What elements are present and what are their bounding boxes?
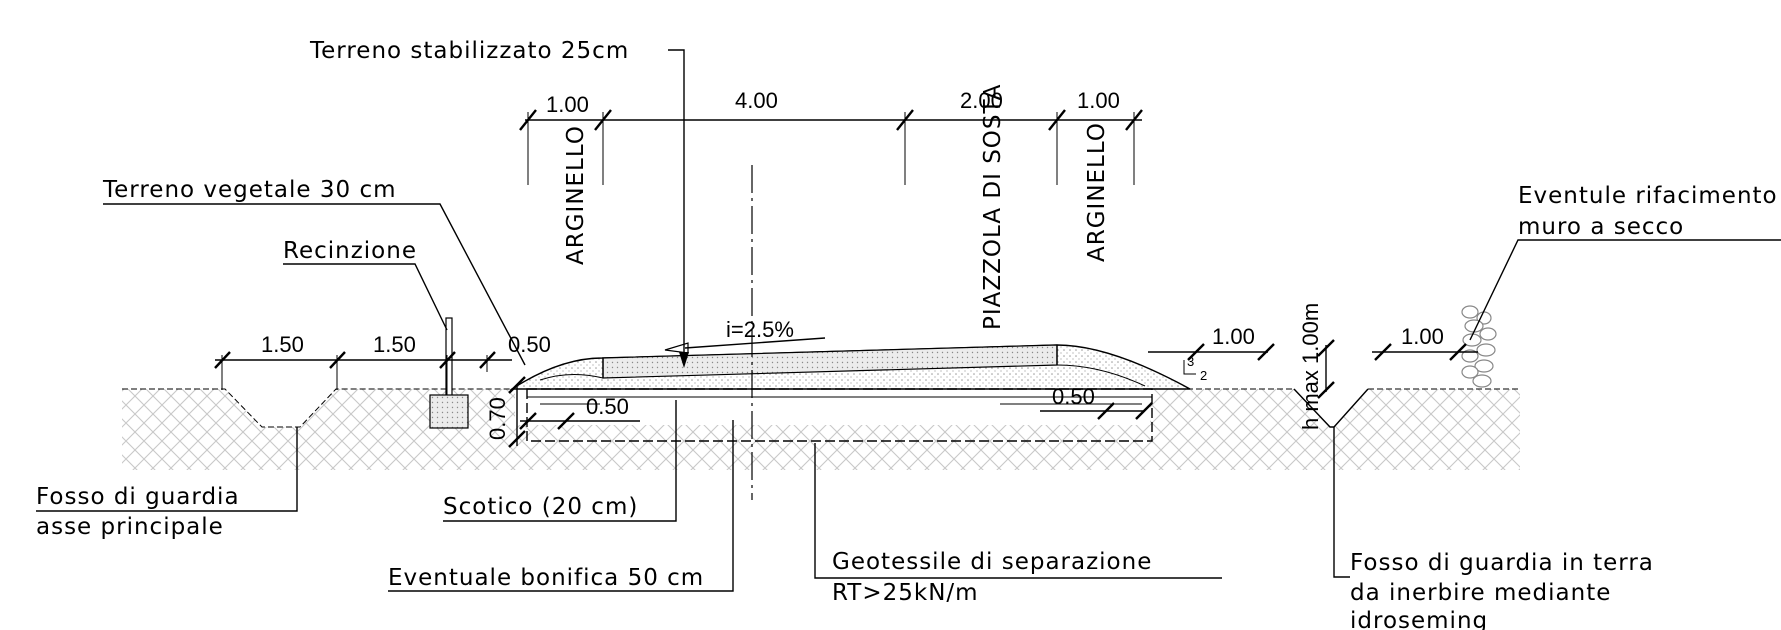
label-arginello-right: ARGINELLO [1084, 122, 1110, 262]
label-terreno-vegetale: Terreno vegetale 30 cm [102, 177, 397, 203]
label-rifacimento-1: Eventule rifacimento [1518, 183, 1778, 209]
dim-top-arginello-l: 1.00 [546, 92, 589, 117]
dim-top-arginello-r: 1.00 [1077, 88, 1120, 113]
dim-depth: 0.70 [485, 397, 510, 440]
dim-ditch-left-b: 1.50 [373, 332, 416, 357]
label-recinzione: Recinzione [283, 238, 417, 264]
slope-label: i=2.5% [726, 317, 794, 342]
dim-right-shoulder: 1.00 [1212, 324, 1255, 349]
dim-inner-right: 0.50 [1052, 384, 1095, 409]
dim-h-max: h max 1.00m [1298, 303, 1323, 430]
slope-h: 2 [1200, 368, 1207, 383]
label-fosso-guardia-1: Fosso di guardia [36, 484, 240, 510]
label-fosso-guardia-2: asse principale [36, 514, 224, 540]
left-dimension-chain: 1.50 1.50 0.50 [214, 332, 551, 395]
ground-line [122, 388, 515, 428]
dim-top-piazzola: 2.00 [960, 88, 1003, 113]
recinzione-footing [429, 394, 469, 429]
label-scotico: Scotico (20 cm) [443, 494, 638, 520]
ground-hatch [122, 389, 1520, 470]
label-fosso-terra-1: Fosso di guardia in terra [1350, 550, 1654, 576]
dim-verge-left: 0.50 [508, 332, 551, 357]
label-fosso-terra-2: da inerbire mediante [1350, 580, 1611, 606]
label-rifacimento-2: muro a secco [1518, 214, 1684, 240]
label-fosso-terra-3: idroseming [1350, 608, 1488, 630]
dim-inner-left: 0.50 [586, 394, 629, 419]
label-geotessile-2: RT>25kN/m [832, 580, 979, 606]
right-ditch [1293, 388, 1369, 428]
label-geotessile-1: Geotessile di separazione [832, 549, 1152, 575]
label-terreno-stabilizzato: Terreno stabilizzato 25cm [309, 38, 629, 64]
muro-a-secco [1461, 305, 1497, 388]
label-piazzola: PIAZZOLA DI SOSTA [980, 84, 1006, 331]
dim-ditch-left-a: 1.50 [261, 332, 304, 357]
top-dimension-chain: 1.00 4.00 2.00 1.00 [519, 88, 1143, 185]
label-arginello-left: ARGINELLO [563, 125, 589, 265]
slope-v: 3 [1187, 354, 1194, 369]
dim-right-ditch-offset: 1.00 [1401, 324, 1444, 349]
dim-top-carriageway: 4.00 [735, 88, 778, 113]
label-bonifica: Eventuale bonifica 50 cm [388, 565, 704, 591]
